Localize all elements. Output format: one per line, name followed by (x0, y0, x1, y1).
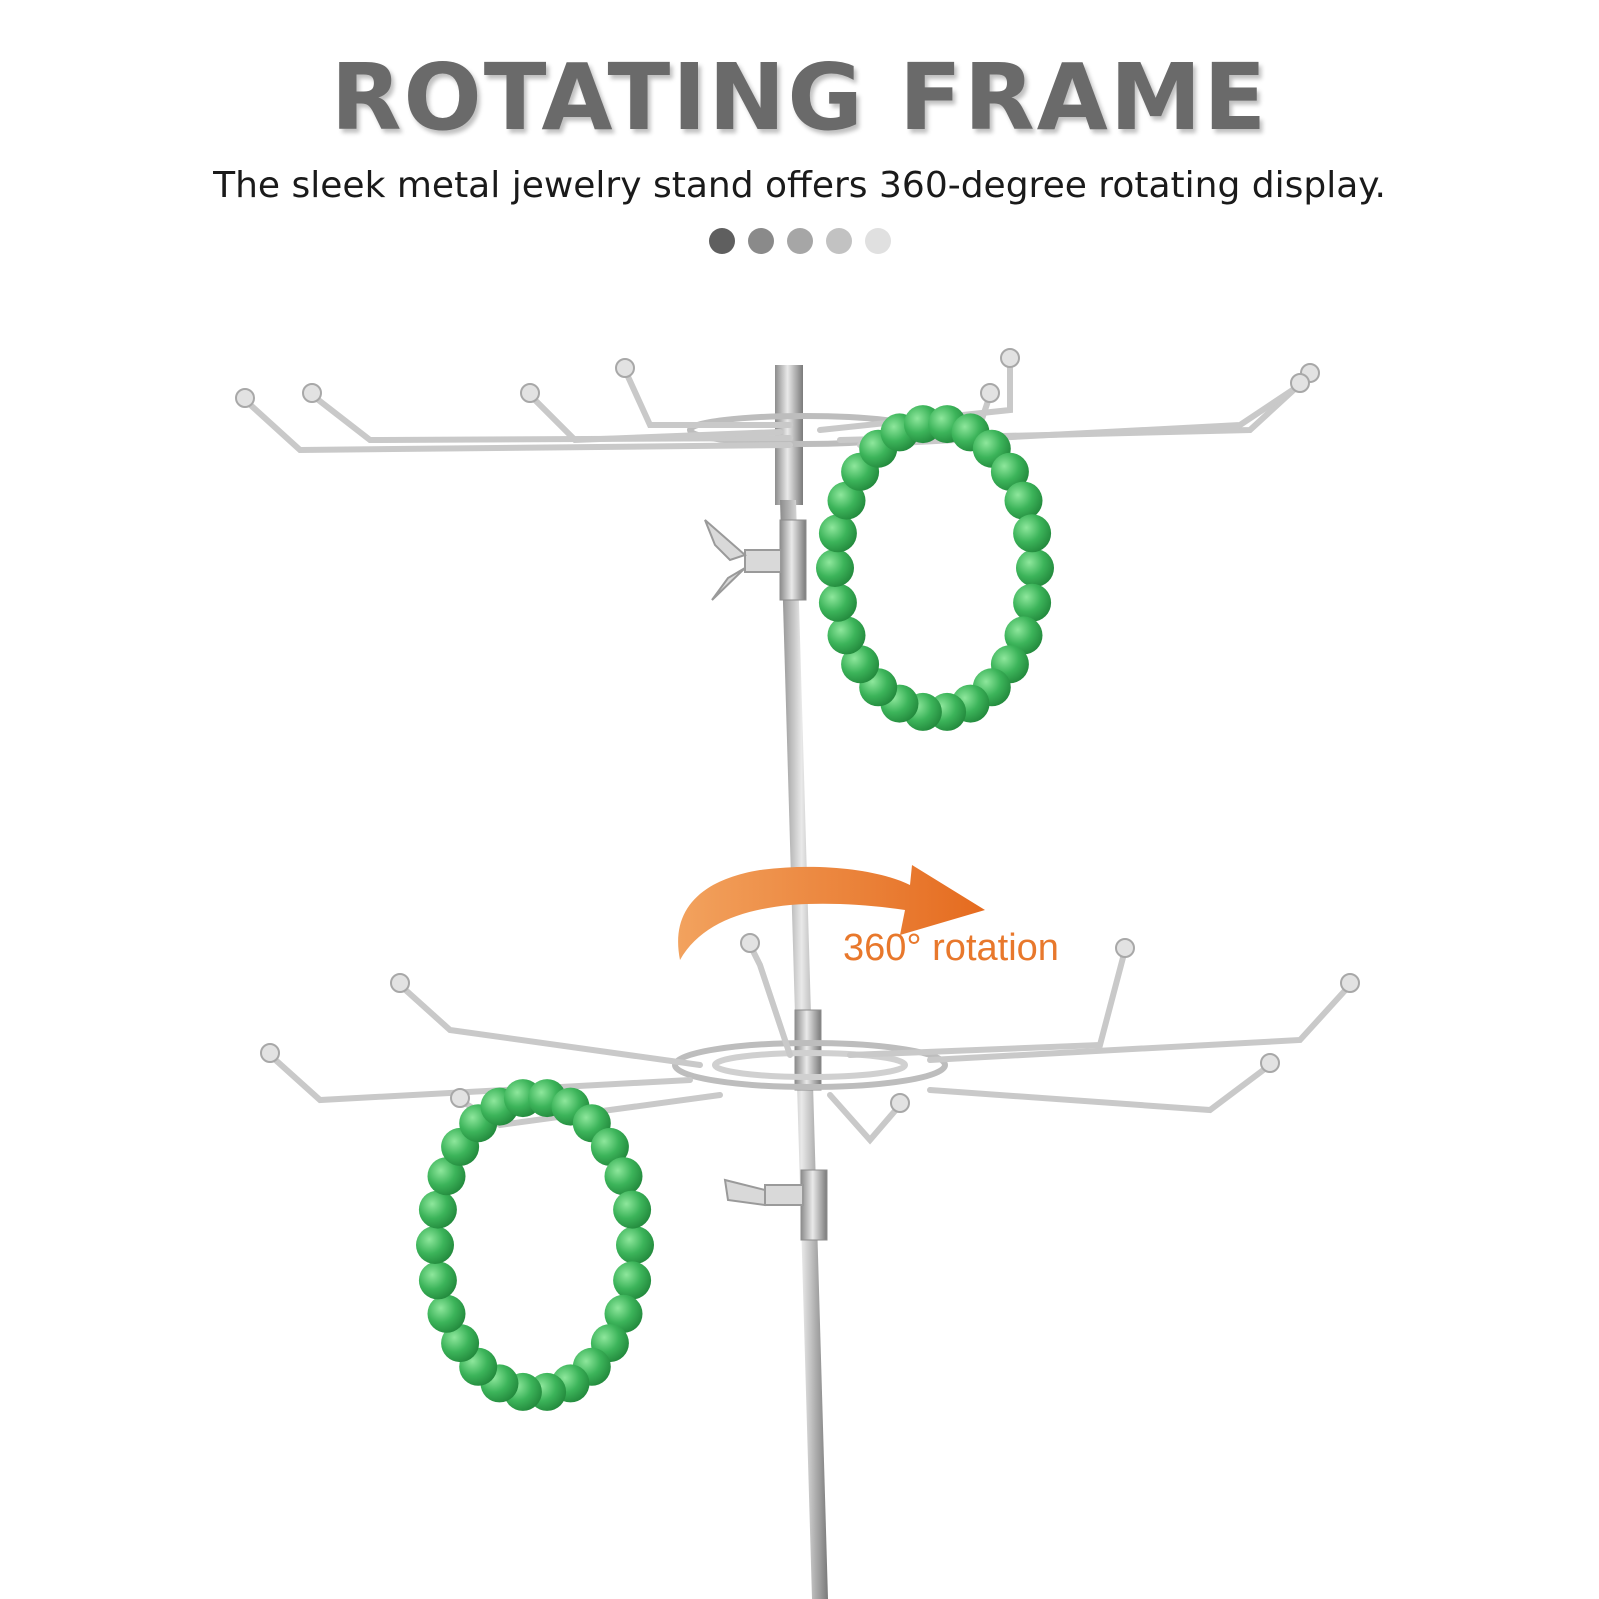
bead (818, 583, 857, 622)
bead (1004, 616, 1043, 655)
bead (604, 1294, 643, 1333)
bead (827, 481, 866, 520)
wing-nut-icon (704, 519, 782, 601)
upper-tier-hook-tips (235, 348, 1320, 408)
bead (818, 514, 857, 553)
bead (816, 549, 854, 587)
page-subtitle: The sleek metal jewelry stand offers 360… (213, 165, 1386, 206)
bead (590, 1127, 629, 1166)
bead (990, 452, 1029, 491)
rotation-label: 360° rotation (843, 927, 1059, 969)
page-title: ROTATING FRAME (330, 44, 1269, 151)
bead (841, 645, 880, 684)
bead (1013, 583, 1052, 622)
bead (427, 1294, 466, 1333)
bead (1013, 514, 1052, 553)
indicator-dot (825, 228, 852, 254)
lower-bracelet (416, 1079, 654, 1411)
bead (441, 1324, 480, 1363)
indicator-dots (0, 228, 1599, 254)
indicator-dot (708, 228, 735, 254)
bead (827, 616, 866, 655)
bead (427, 1157, 466, 1196)
upper-bracelet (816, 405, 1054, 731)
bead (418, 1261, 457, 1300)
bead (613, 1190, 652, 1229)
lower-tier-hook-tips (260, 933, 1360, 1113)
bead (1004, 481, 1043, 520)
bead (616, 1226, 654, 1264)
wing-nut-icon (723, 1178, 804, 1207)
center-pole (775, 365, 828, 1599)
indicator-dot (786, 228, 813, 254)
curved-arrow-icon (678, 865, 985, 960)
bead (1016, 549, 1054, 587)
bead (416, 1226, 454, 1264)
indicator-dot (864, 228, 891, 254)
indicator-dot (747, 228, 774, 254)
bead (613, 1261, 652, 1300)
bead (418, 1190, 457, 1229)
bead (604, 1157, 643, 1196)
